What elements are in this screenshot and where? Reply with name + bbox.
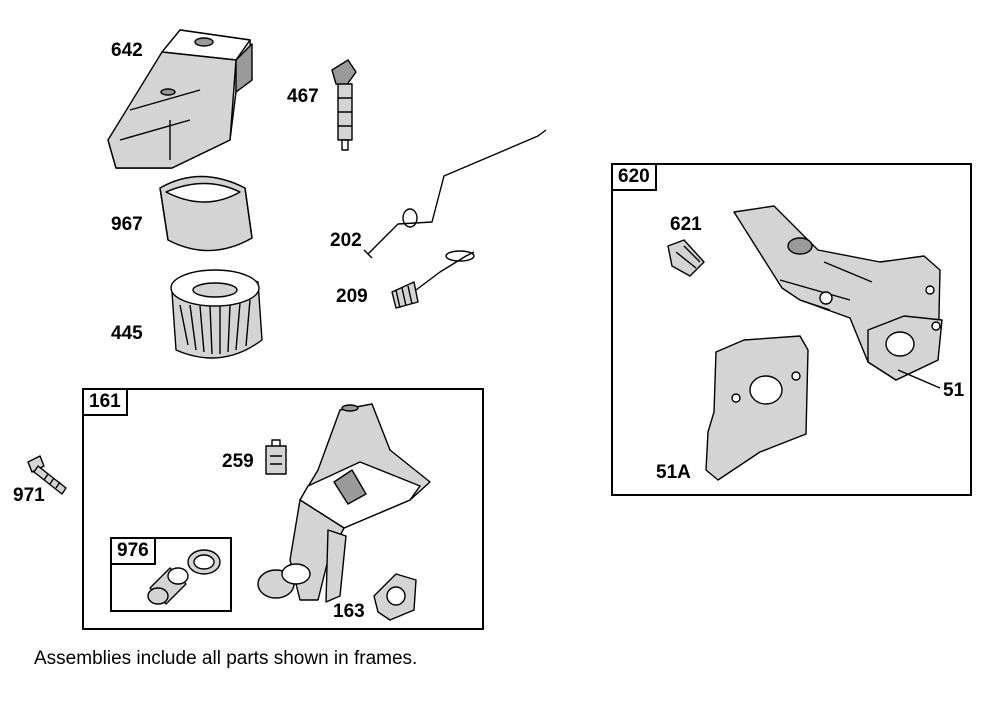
pre-cleaner-drawing (159, 175, 253, 252)
governor-spring-drawing (391, 250, 475, 309)
part-label-202: 202 (330, 230, 362, 251)
part-label-445: 445 (111, 323, 143, 344)
assembly-frame-620: 620 (611, 163, 972, 496)
part-label-467: 467 (287, 86, 319, 107)
air-cleaner-base-drawing (257, 403, 431, 603)
dipstick-drawing (331, 59, 357, 151)
gasket-51a-drawing (705, 335, 809, 481)
part-label-51: 51 (943, 380, 965, 401)
bushing-drawing (147, 549, 221, 605)
assembly-frame-161: 161 (82, 388, 484, 630)
frame-tag-620: 620 (611, 163, 657, 191)
governor-bracket-drawing (733, 205, 943, 381)
air-cleaner-cover-drawing (107, 29, 253, 169)
part-label-621: 621 (670, 214, 702, 235)
part-label-642: 642 (111, 40, 143, 61)
part-label-51a: 51A (656, 462, 691, 483)
gasket-163-drawing (373, 573, 417, 621)
small-bracket-drawing (667, 239, 705, 277)
governor-link-drawing (363, 129, 547, 259)
part-label-209: 209 (336, 286, 368, 307)
part-label-163: 163 (333, 601, 365, 622)
part-label-259: 259 (222, 451, 254, 472)
screw-drawing (27, 455, 67, 495)
part-label-967: 967 (111, 214, 143, 235)
clip-drawing (265, 439, 287, 475)
air-filter-drawing (170, 269, 263, 359)
part-label-971: 971 (13, 485, 45, 506)
assembly-frame-976: 976 (110, 537, 232, 612)
assembly-footnote: Assemblies include all parts shown in fr… (34, 648, 418, 669)
frame-tag-161: 161 (82, 388, 128, 416)
frame-tag-976: 976 (110, 537, 156, 565)
